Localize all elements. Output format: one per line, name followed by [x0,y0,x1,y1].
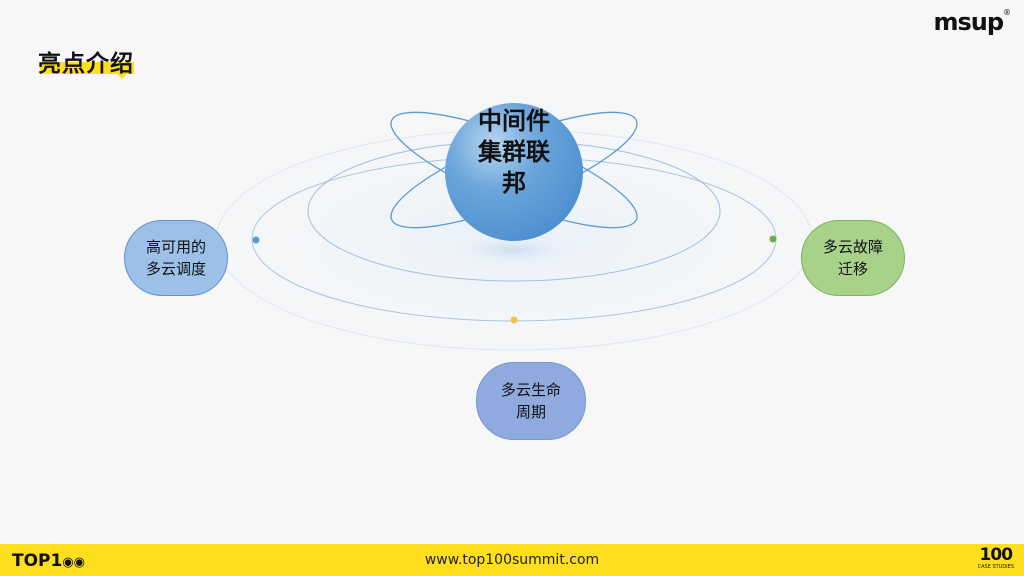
page-title-text: 亮点介绍 [38,51,134,77]
node-label-line: 迁移 [837,260,868,278]
title-highlight-tail [116,72,128,79]
eyes-icon: ◉◉ [62,555,86,570]
core-shadow [452,236,576,264]
core-label-line: 集群联 [478,138,550,166]
right-orbit-dot [769,235,777,243]
node-label-line: 多云故障 [822,238,883,256]
core-label-line: 中间件 [478,107,550,135]
title-highlight [40,62,134,74]
core-label-line: 邦 [502,169,526,197]
core-label: 中间件 集群联 邦 [444,106,584,199]
left-orbit-dot [252,236,260,244]
footer-bar: TOP1◉◉ www.top100summit.com 100 CASE STU… [0,544,1024,576]
node-label-line: 高可用的 [145,238,206,256]
top100-logo: TOP1◉◉ [12,551,85,571]
top100-logo-text: TOP1 [12,551,63,571]
registered-mark: ® [1003,8,1011,17]
page-title: 亮点介绍 [38,44,134,79]
msup-logo: msup® [933,8,1011,36]
case-studies-number: 100 [979,545,1014,565]
node-multicloud-failover: 多云故障 迁移 [801,220,905,296]
node-multicloud-lifecycle: 多云生命 周期 [476,362,586,440]
node-label-line: 多云生命 [500,381,561,399]
footer-url: www.top100summit.com [424,552,600,568]
node-ha-multicloud-scheduling: 高可用的 多云调度 [124,220,228,296]
msup-logo-text: msup [933,8,1004,36]
core-sphere [445,103,583,241]
node-label-line: 多云调度 [145,260,206,278]
case-studies-logo: 100 CASE STUDIES [977,545,1014,571]
case-studies-text: CASE STUDIES [977,564,1014,570]
bottom-orbit-dot [510,316,518,324]
node-label-line: 周期 [515,403,546,421]
